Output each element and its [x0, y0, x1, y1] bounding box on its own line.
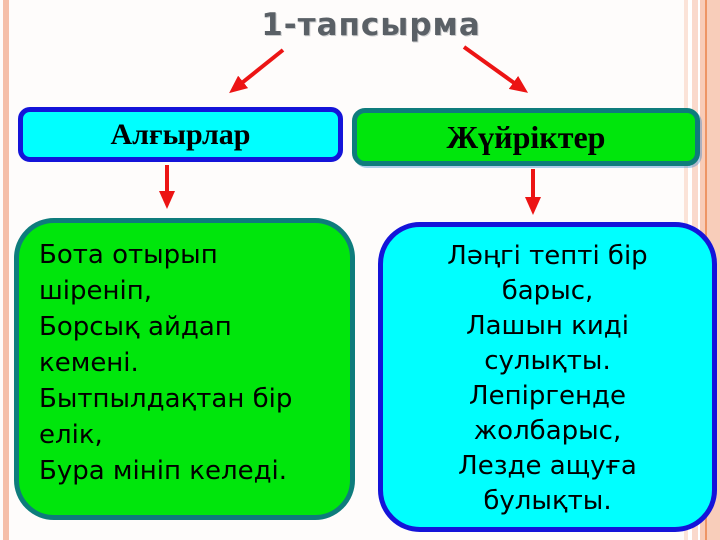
poem-line: сулықты. [484, 346, 611, 376]
poem-line: кемені. [39, 348, 139, 378]
poem-line: Лезде ащуға [458, 451, 637, 481]
left-edge-stripe [3, 0, 9, 540]
poem-line: Лашын киді [466, 311, 629, 341]
right-category-box: Жүйріктер [352, 108, 700, 166]
right-category-label: Жүйріктер [446, 118, 606, 155]
poem-line: Ләңгі тепті бір [447, 241, 648, 271]
poem-line: Борсық айдап [39, 312, 232, 342]
poem-line: жолбарыс, [473, 416, 622, 446]
poem-line: Бота отырып [39, 240, 218, 270]
poem-line: Лепіргенде [469, 381, 626, 411]
poem-line: булықты. [483, 486, 612, 516]
left-category-label: Алғырлар [110, 117, 251, 151]
poem-line: барыс, [501, 276, 594, 306]
right-poem-box: Ләңгі тепті бір барыс, Лашын киді сулықты. Л… [378, 222, 717, 532]
slide-title: 1-тапсырма [261, 7, 481, 43]
left-category-box: Алғырлар [18, 107, 343, 162]
arrow-title-to-right-icon [462, 45, 529, 93]
poem-line: Бура мініп келеді. [39, 456, 288, 486]
poem-line: шіреніп, [39, 276, 153, 306]
poem-line: Бытпылдақтан бір [39, 384, 293, 414]
left-poem-box: Бота отырып шіреніп, Борсық айдап кемені. Бы… [14, 218, 355, 520]
arrow-title-to-left-icon [229, 48, 285, 94]
poem-line: елік, [39, 420, 103, 450]
